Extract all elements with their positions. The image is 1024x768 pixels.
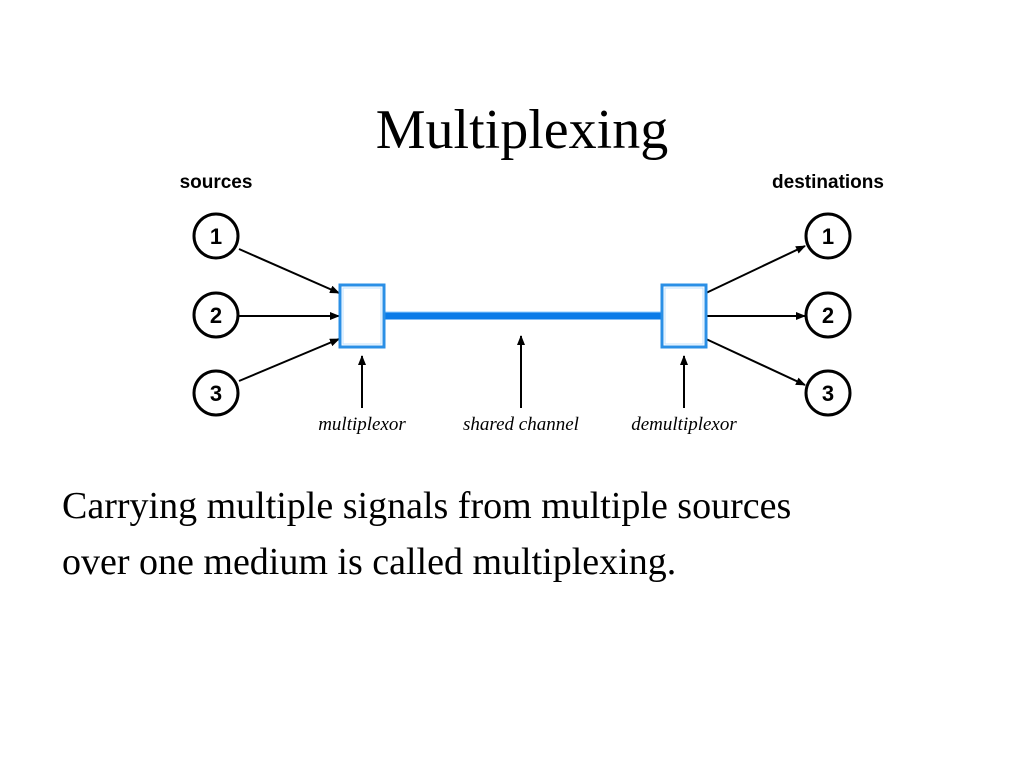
body-line-2: over one medium is called multiplexing. [62,541,677,583]
slide-body: Carrying multiple signals from multiple … [62,478,982,590]
source-node-3: 3 [192,369,240,417]
source-node-2: 2 [192,291,240,339]
source-node-1: 1 [192,212,240,260]
source-node-3-label: 3 [210,381,222,406]
multiplexor-box [338,283,386,349]
arrow-demux-to-destination-1 [705,245,806,294]
destination-node-2-label: 2 [822,303,834,328]
demultiplexor-label: demultiplexor [631,414,737,435]
slide-title: Multiplexing [375,99,669,161]
demultiplexor-box [660,283,708,349]
arrow-source-1-to-mux [238,248,340,294]
arrow-source-3-to-mux [238,338,340,382]
source-node-2-label: 2 [210,303,222,328]
multiplexor-label: multiplexor [318,414,406,435]
destination-node-1: 1 [804,212,852,260]
arrow-demux-to-destination-3 [705,338,806,386]
shared-channel-label: shared channel [463,414,579,435]
destination-node-2: 2 [804,291,852,339]
sources-label: sources [180,172,253,193]
destination-node-3: 3 [804,369,852,417]
destination-node-3-label: 3 [822,381,834,406]
destination-node-1-label: 1 [822,224,834,249]
body-line-1: Carrying multiple signals from multiple … [62,485,792,527]
destinations-label: destinations [772,172,884,193]
source-node-1-label: 1 [210,224,222,249]
